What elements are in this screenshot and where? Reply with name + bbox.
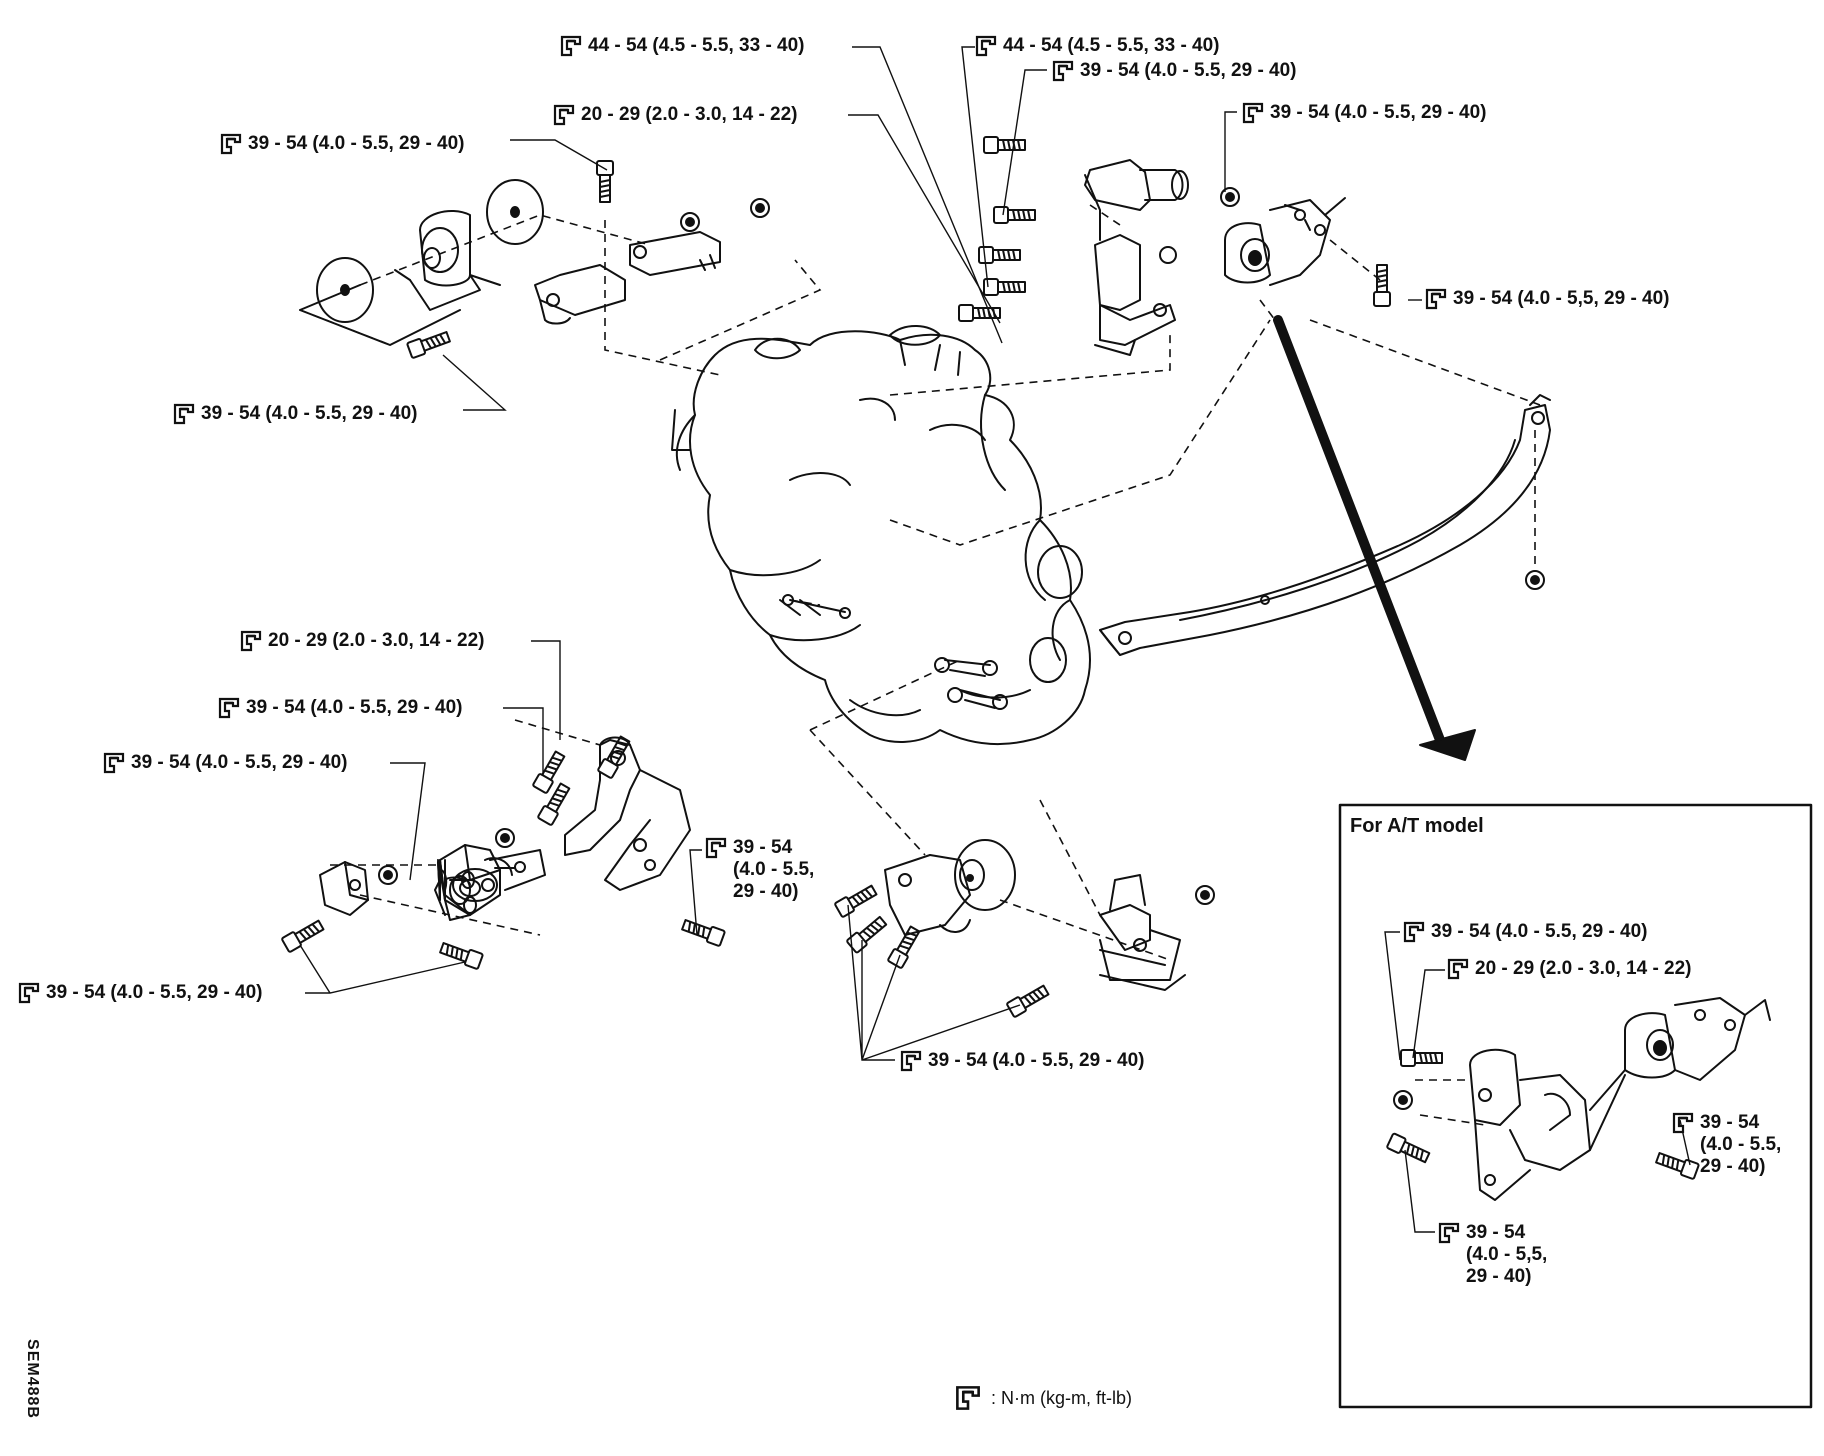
torque-wrench-icon [560,35,582,57]
engine-side-link [934,657,1008,710]
inset-at-mount [1469,997,1771,1201]
torque-wrench-icon [553,104,575,126]
engine-block [671,325,1091,746]
torque-label: 39 - 54 (4.0 - 5.5, 29 - 40) [1403,921,1648,943]
inset-title: For A/T model [1350,815,1484,837]
torque-label: 20 - 29 (2.0 - 3.0, 14 - 22) [553,104,798,126]
torque-wrench-icon [1447,958,1469,980]
torque-wrench-icon [240,630,262,652]
torque-label: 39 - 54 (4.0 - 5.5, 29 - 40) [705,837,814,903]
torque-label: 39 - 54 (4.0 - 5.5, 29 - 40) [173,403,418,425]
torque-label: 39 - 54 (4.0 - 5.5, 29 - 40) [1242,102,1487,124]
torque-wrench-icon [220,133,242,155]
torque-wrench-icon [705,837,727,859]
torque-wrench-icon [103,752,125,774]
rear-lower-mount [884,839,1186,991]
torque-label: 44 - 54 (4.5 - 5.5, 33 - 40) [560,35,805,57]
torque-wrench-icon [1425,288,1447,310]
torque-label: 44 - 54 (4.5 - 5.5, 33 - 40) [975,35,1220,57]
torque-label: 39 - 54 (4.0 - 5,5, 29 - 40) [1425,288,1670,310]
torque-label: 20 - 29 (2.0 - 3.0, 14 - 22) [240,630,485,652]
torque-label: 39 - 54 (4.0 - 5.5, 29 - 40) [18,982,263,1004]
torque-wrench-icon [956,1386,980,1410]
front-left-mount [299,179,721,346]
torque-label: 20 - 29 (2.0 - 3.0, 14 - 22) [1447,958,1692,980]
torque-wrench-icon [173,403,195,425]
torque-label: 39 - 54 (4.0 - 5.5, 29 - 40) [220,133,465,155]
center-crossmember [1099,394,1551,656]
torque-label: 39 - 54 (4.0 - 5.5, 29 - 40) [900,1050,1145,1072]
torque-wrench-icon [1052,60,1074,82]
torque-wrench-icon [1672,1112,1694,1134]
legend: : N·m (kg-m, ft-lb) [955,1385,1132,1411]
torque-wrench-icon [1242,102,1264,124]
torque-label: 39 - 54 (4.0 - 5.5, 29 - 40) [1052,60,1297,82]
torque-label: 39 - 54 (4.0 - 5.5, 29 - 40) [218,697,463,719]
figure-code: SEM488B [24,1339,41,1419]
lower-left-mount [319,736,691,921]
torque-label: 39 - 54 (4.0 - 5,5, 29 - 40) [1438,1222,1547,1288]
torque-wrench-icon [218,697,240,719]
torque-wrench-icon [18,982,40,1004]
torque-label: 39 - 54 (4.0 - 5.5, 29 - 40) [103,752,348,774]
torque-wrench-icon [900,1050,922,1072]
torque-wrench-icon [1438,1222,1460,1244]
torque-wrench-icon [975,35,997,57]
rear-upper-mount [1084,159,1346,356]
torque-label: 39 - 54 (4.0 - 5.5, 29 - 40) [1672,1112,1781,1178]
legend-text: : N·m (kg-m, ft-lb) [991,1387,1132,1408]
torque-wrench-icon [1403,921,1425,943]
